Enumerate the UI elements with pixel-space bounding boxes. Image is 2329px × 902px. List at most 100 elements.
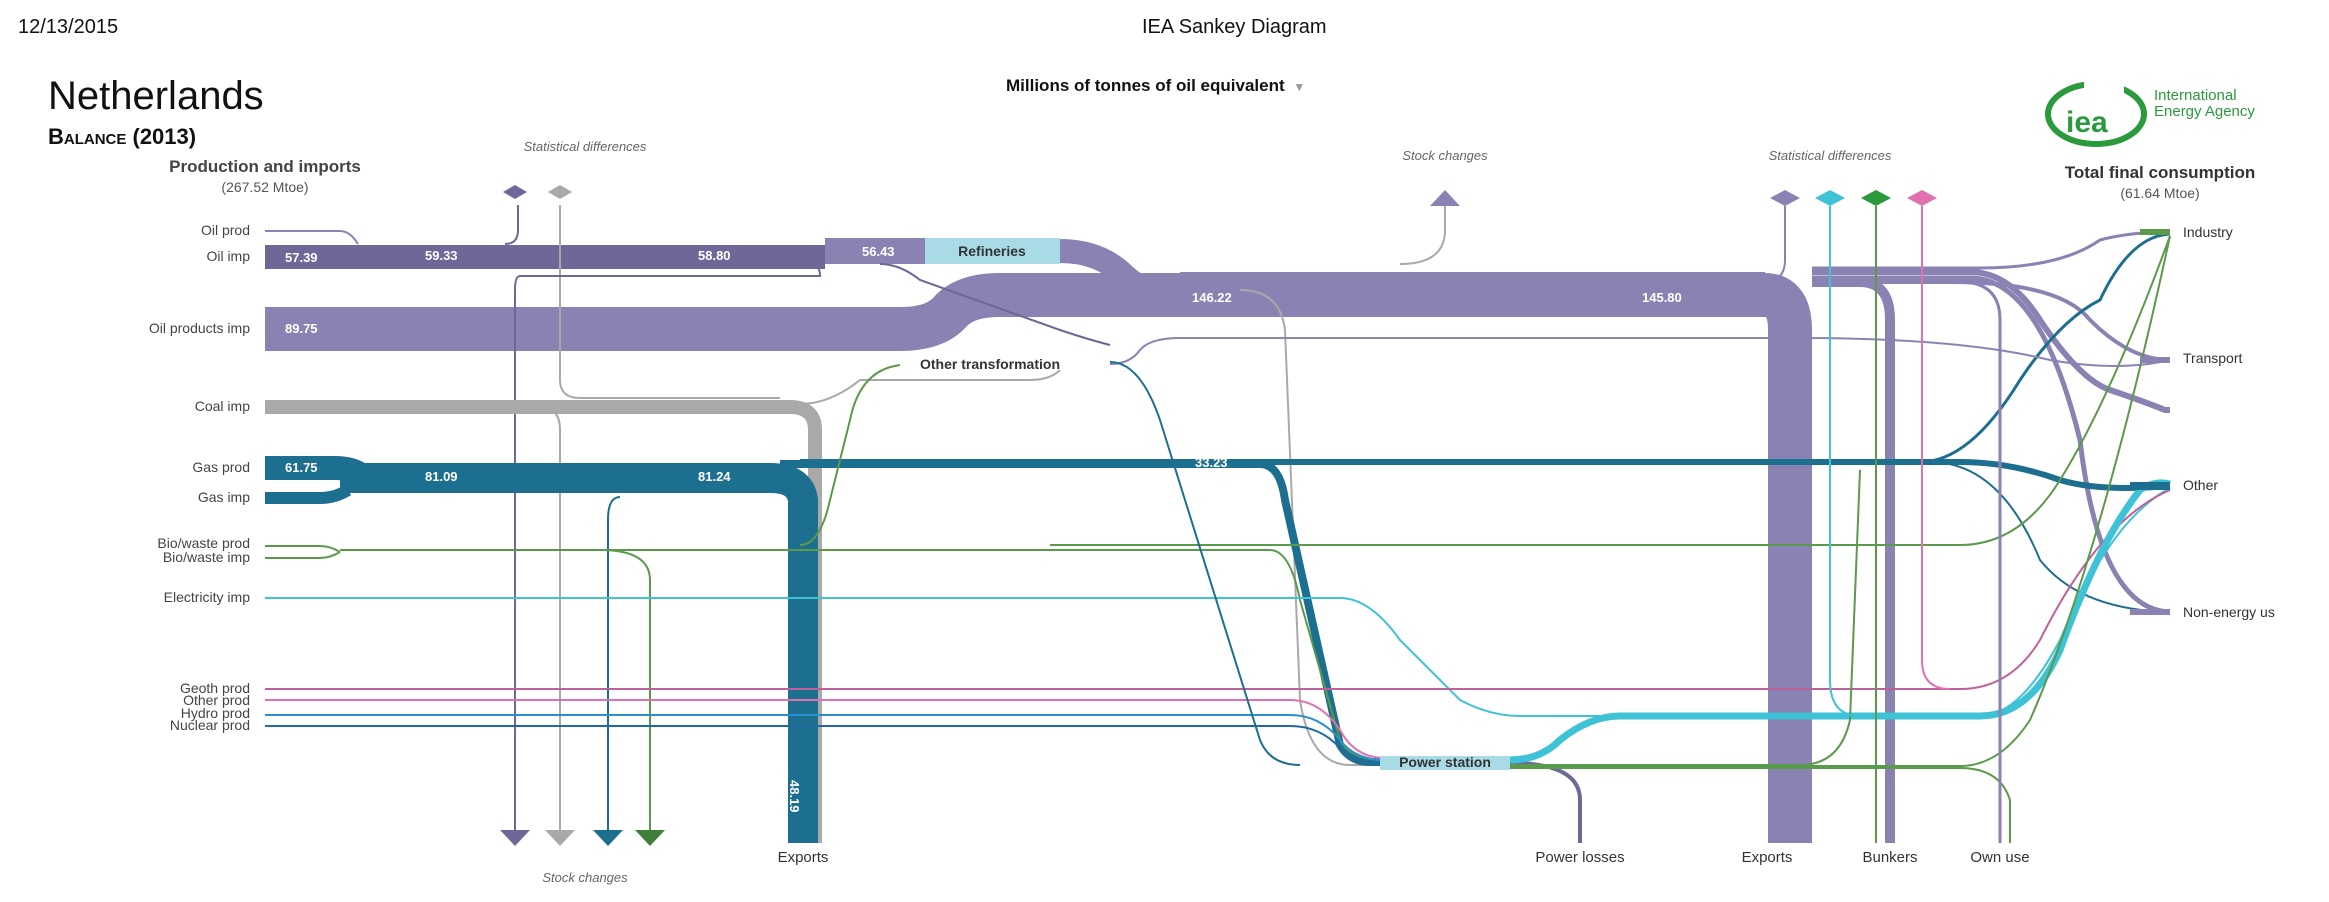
diamond-statdiff-coal[interactable] bbox=[548, 185, 572, 199]
value-oil-imp: 57.39 bbox=[285, 250, 318, 265]
right-total: (61.64 Mtoe) bbox=[2120, 185, 2199, 201]
flow-oil-to-power bbox=[1239, 289, 1390, 766]
label-stock-changes-bottom: Stock changes bbox=[542, 870, 628, 885]
logo-line2: Energy Agency bbox=[2154, 103, 2255, 120]
flow-oil-stock-bottom bbox=[514, 263, 822, 830]
arrow-stock-coal[interactable] bbox=[545, 830, 575, 846]
flow-nuclear bbox=[265, 725, 1386, 764]
sink-label-transport: Transport bbox=[2183, 350, 2243, 366]
source-label: Gas imp bbox=[198, 489, 250, 505]
flow-power-to-industry bbox=[1510, 235, 2171, 767]
iea-logo-mark: iea bbox=[2045, 80, 2147, 147]
flow-bio-prod bbox=[265, 545, 341, 553]
value-oil-products-imp: 89.75 bbox=[285, 321, 318, 336]
arrows-bottom bbox=[500, 830, 665, 846]
flow-bio-to-other-trans bbox=[799, 364, 901, 546]
flow-bio-to-industry bbox=[1050, 235, 2171, 546]
flow-statdiff-elec bbox=[1829, 206, 1861, 717]
flow-power-losses bbox=[1509, 761, 1582, 843]
diamond-statdiff-bio[interactable] bbox=[1861, 190, 1891, 206]
print-title: IEA Sankey Diagram bbox=[1142, 16, 1327, 38]
flow-other-trans-out bbox=[1109, 337, 2171, 367]
value-oil-after-sd: 58.80 bbox=[698, 248, 731, 263]
arrow-stock-gas[interactable] bbox=[593, 830, 623, 846]
sink-label-industry: Industry bbox=[2183, 224, 2233, 240]
source-label: Coal imp bbox=[195, 398, 250, 414]
label-power-losses: Power losses bbox=[1535, 849, 1624, 866]
logo-line1: International bbox=[2154, 87, 2237, 104]
value-oil-products-right: 145.80 bbox=[1642, 290, 1682, 305]
value-gas-prod: 61.75 bbox=[285, 460, 318, 475]
label-stock-changes-top: Stock changes bbox=[1402, 148, 1488, 163]
flow-geoth bbox=[265, 489, 2171, 690]
source-label: Hydro prod bbox=[181, 705, 250, 721]
source-label: Gas prod bbox=[192, 459, 250, 475]
flow-gas-to-nonenergy bbox=[1929, 461, 2171, 613]
sink-label-other: Other bbox=[2183, 477, 2218, 493]
arrow-stock-bio[interactable] bbox=[635, 830, 665, 846]
flow-oil-refinery-in bbox=[825, 238, 925, 264]
diamond-statdiff-elec[interactable] bbox=[1815, 190, 1845, 206]
source-label: Oil imp bbox=[206, 248, 250, 264]
source-label: Geoth prod bbox=[180, 680, 250, 696]
flow-oil-stock-top bbox=[1399, 206, 1446, 265]
value-gas-mid: 33.23 bbox=[1195, 455, 1228, 470]
flow-power-to-other bbox=[1509, 479, 2171, 764]
flow-coal-other-trans bbox=[799, 369, 1061, 405]
node-label-other-transformation: Other transformation bbox=[920, 356, 1060, 372]
node-power-station[interactable] bbox=[1380, 756, 1510, 770]
iea-logo: iea International Energy Agency bbox=[2044, 78, 2284, 148]
unit-dropdown-label: Millions of tonnes of oil equivalent bbox=[1006, 76, 1285, 95]
label-bunkers: Bunkers bbox=[1862, 849, 1917, 866]
right-title: Total final consumption bbox=[2065, 163, 2255, 182]
source-label: Electricity imp bbox=[164, 589, 251, 605]
flow-oil-products-imp bbox=[265, 273, 1812, 843]
flow-oil-to-industry bbox=[1812, 230, 2171, 270]
unit-dropdown[interactable]: Millions of tonnes of oil equivalent ▼ bbox=[1006, 76, 1305, 96]
flow-gas-to-power bbox=[780, 460, 1390, 766]
arrow-stock-top[interactable] bbox=[1430, 190, 1460, 206]
flow-oil-to-other-trans bbox=[879, 263, 1111, 346]
value-oil-merge: 59.33 bbox=[425, 248, 458, 263]
iea-logo-text: iea bbox=[2066, 106, 2108, 139]
node-label-power-station: Power station bbox=[1399, 754, 1491, 770]
node-label-refineries: Refineries bbox=[958, 243, 1026, 259]
flow-gas-to-industry bbox=[1919, 232, 2171, 464]
source-label: Nuclear prod bbox=[170, 717, 250, 733]
label-own-use: Own use bbox=[1970, 849, 2029, 866]
flow-other-trans-power bbox=[1109, 361, 1301, 766]
flow-statdiff-coal bbox=[559, 205, 780, 399]
flow-bio-imp bbox=[265, 551, 341, 559]
country-title: Netherlands bbox=[48, 74, 264, 118]
flow-statdiff-other bbox=[1921, 206, 1951, 690]
print-date: 12/13/2015 bbox=[18, 16, 119, 38]
flow-coal-stock bbox=[539, 406, 561, 830]
flow-oil-to-other bbox=[1812, 269, 2170, 413]
flow-gas-imp bbox=[265, 484, 352, 504]
flow-hydro bbox=[265, 714, 1386, 761]
source-label: Bio/waste imp bbox=[163, 549, 250, 565]
flow-oil-statdiff bbox=[1759, 206, 1786, 284]
diamond-statdiff-oil-right[interactable] bbox=[1770, 190, 1800, 206]
source-label: Other prod bbox=[183, 692, 250, 708]
value-gas-after: 81.24 bbox=[698, 469, 731, 484]
sink-label-nonenergy: Non-energy us bbox=[2183, 604, 2275, 620]
arrow-stock-oil[interactable] bbox=[500, 830, 530, 846]
balance-subtitle: Balance (2013) bbox=[48, 124, 197, 149]
flow-bio-to-power bbox=[340, 549, 1386, 761]
flow-statdiff-oil bbox=[504, 205, 519, 245]
flow-oil-to-transport bbox=[1812, 280, 2171, 362]
flow-oil-prod bbox=[265, 230, 359, 245]
flow-oil-bunkers bbox=[1812, 277, 1895, 843]
value-gas-exports: 48.19 bbox=[787, 780, 802, 813]
diamond-statdiff-other[interactable] bbox=[1907, 190, 1937, 206]
flow-gas-stock bbox=[607, 496, 621, 830]
value-oil-products-mid: 146.22 bbox=[1192, 290, 1232, 305]
diamond-statdiff-oil[interactable] bbox=[503, 185, 527, 199]
source-label: Oil products imp bbox=[149, 320, 250, 336]
flow-power-own-use bbox=[1510, 767, 2011, 843]
label-exports-right: Exports bbox=[1742, 849, 1793, 866]
node-refineries[interactable] bbox=[925, 238, 1060, 264]
source-label: Oil prod bbox=[201, 222, 250, 238]
